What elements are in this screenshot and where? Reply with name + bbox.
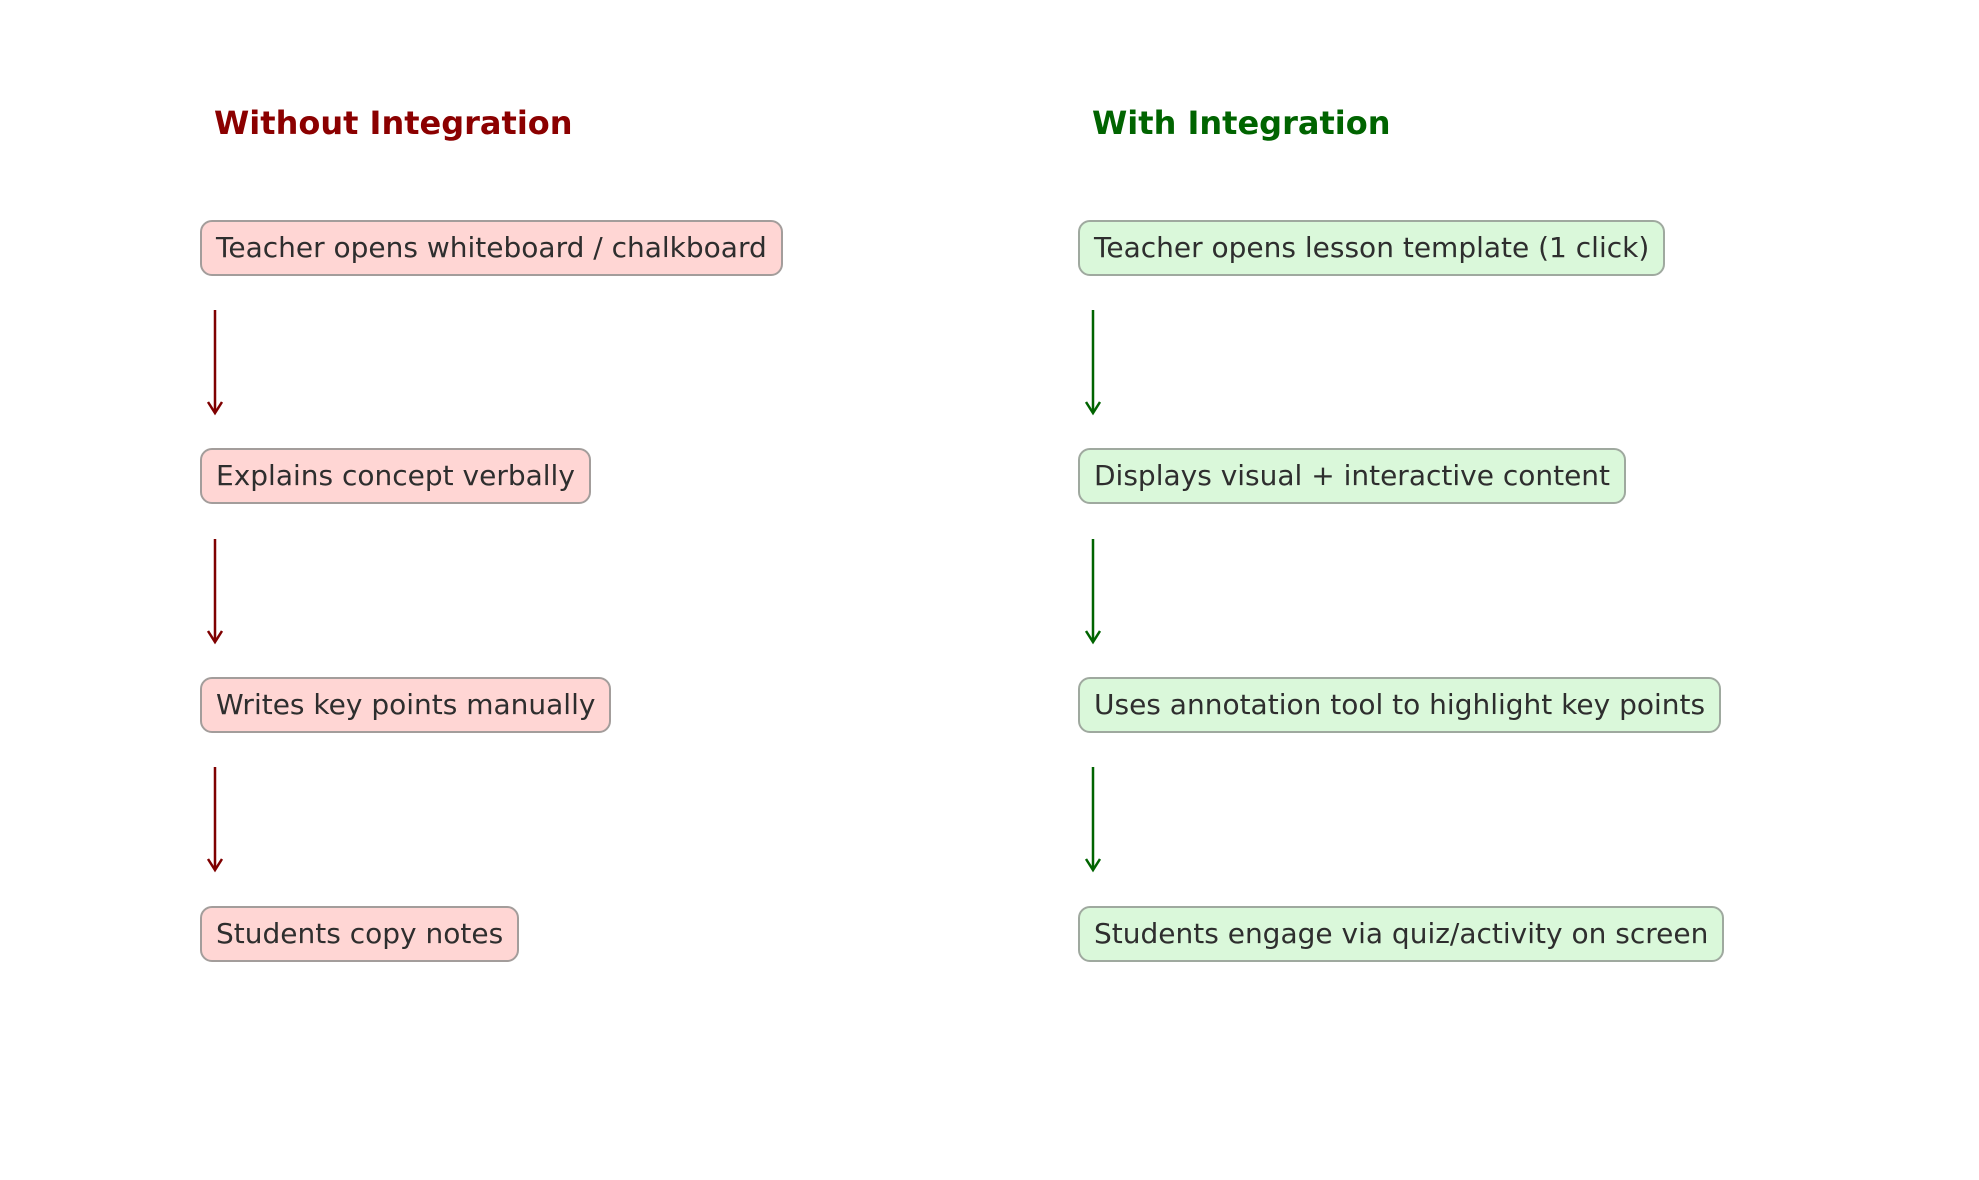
down-arrow-icon xyxy=(1084,767,1102,873)
column-title: Without Integration xyxy=(214,104,573,142)
down-arrow-icon xyxy=(206,310,224,416)
without-integration-column: Without Integration Teacher opens whiteb… xyxy=(0,0,800,1180)
flow-step: Students engage via quiz/activity on scr… xyxy=(1078,906,1725,962)
flow-step: Teacher opens lesson template (1 click) xyxy=(1078,220,1666,276)
column-title: With Integration xyxy=(1092,104,1391,142)
flow-step: Teacher opens whiteboard / chalkboard xyxy=(200,220,783,276)
flow-step: Displays visual + interactive content xyxy=(1078,448,1627,504)
flow-step: Writes key points manually xyxy=(200,677,612,733)
flow-step: Uses annotation tool to highlight key po… xyxy=(1078,677,1722,733)
with-integration-column: With Integration Teacher opens lesson te… xyxy=(878,0,1725,1180)
flow-step: Explains concept verbally xyxy=(200,448,591,504)
down-arrow-icon xyxy=(206,539,224,645)
flow-step: Students copy notes xyxy=(200,906,520,962)
down-arrow-icon xyxy=(1084,539,1102,645)
down-arrow-icon xyxy=(1084,310,1102,416)
down-arrow-icon xyxy=(206,767,224,873)
